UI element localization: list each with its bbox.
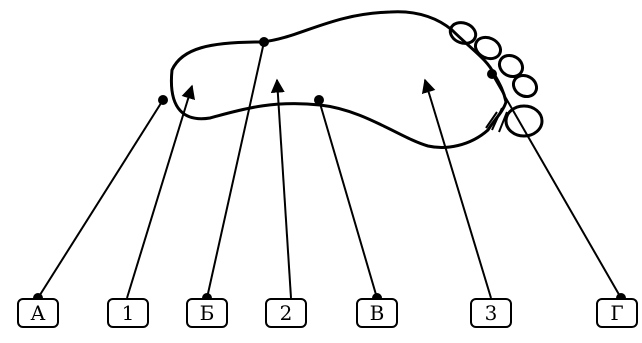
label-a-text: А (30, 301, 46, 325)
leader-v (318, 99, 378, 299)
leader-a (37, 99, 164, 299)
leader-1 (126, 84, 195, 299)
toe-4 (511, 73, 539, 99)
label-1-text: 1 (121, 301, 135, 325)
label-2-text: 2 (279, 301, 293, 325)
point-b (259, 37, 269, 47)
label-3-text: 3 (484, 301, 498, 325)
leader-g (491, 73, 622, 299)
label-box-b: Б (186, 298, 228, 328)
toe-2 (473, 35, 503, 61)
label-b-text: Б (199, 301, 215, 325)
label-box-2: 2 (265, 298, 307, 328)
point-g (487, 69, 497, 79)
leader-b (206, 41, 265, 299)
big-toe (504, 104, 544, 138)
foot-outline (169, 10, 508, 149)
leader-2 (270, 78, 292, 299)
label-box-1: 1 (107, 298, 149, 328)
sole-crease (485, 107, 508, 133)
toe-1 (448, 21, 478, 45)
point-a (158, 95, 168, 105)
label-box-g: Г (596, 298, 638, 328)
leader-3 (421, 78, 492, 299)
label-v-text: В (369, 301, 385, 325)
label-box-a: А (17, 298, 59, 328)
label-box-3: 3 (470, 298, 512, 328)
label-g-text: Г (610, 301, 624, 325)
toe-3 (497, 53, 525, 79)
foot-points (158, 37, 497, 105)
point-v (314, 95, 324, 105)
leader-lines (37, 41, 622, 299)
label-box-v: В (356, 298, 398, 328)
toes (448, 21, 544, 138)
